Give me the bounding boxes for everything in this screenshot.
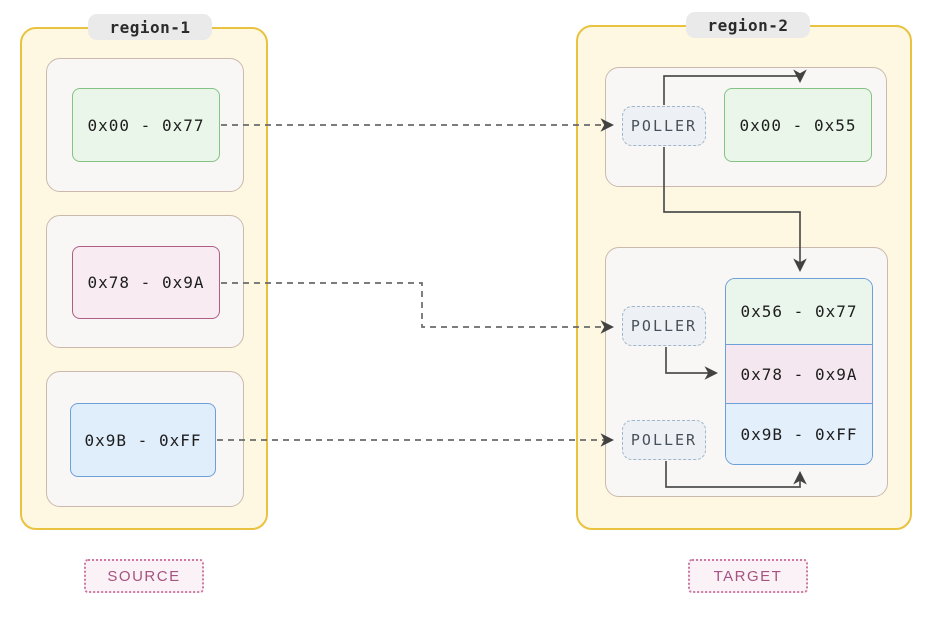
target-range-stack: 0x56 - 0x77 0x78 - 0x9A 0x9B - 0xFF <box>725 278 873 465</box>
source-range-block: 0x00 - 0x77 <box>72 88 220 162</box>
target-stack-segment: 0x9B - 0xFF <box>726 404 872 464</box>
poller-3: POLLER <box>622 420 706 460</box>
edge-src2-to-poller2 <box>221 282 615 334</box>
source-badge: SOURCE <box>84 559 204 593</box>
target-badge: TARGET <box>688 559 808 593</box>
poller-2: POLLER <box>622 306 706 346</box>
target-range-block: 0x00 - 0x55 <box>724 88 872 162</box>
source-range-block: 0x78 - 0x9A <box>72 246 220 319</box>
region-target-title: region-2 <box>686 12 810 38</box>
target-stack-segment: 0x56 - 0x77 <box>726 279 872 344</box>
poller-1: POLLER <box>622 106 706 146</box>
region-source-title: region-1 <box>88 14 212 40</box>
target-stack-segment: 0x78 - 0x9A <box>726 344 872 404</box>
source-range-block: 0x9B - 0xFF <box>70 403 216 477</box>
